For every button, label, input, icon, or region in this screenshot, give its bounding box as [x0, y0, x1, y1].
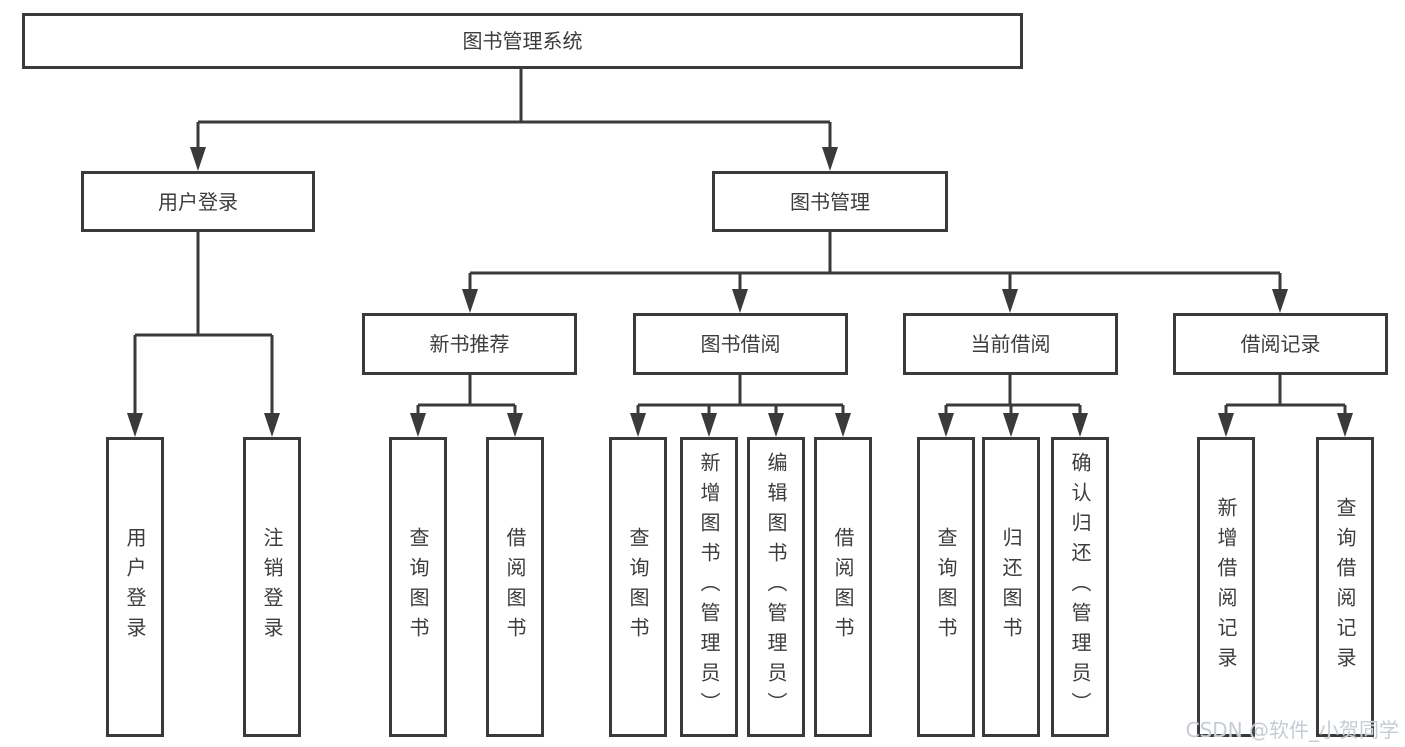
leaf-label: 查询图书 [626, 527, 650, 647]
connector-recommend-to-leaves [416, 375, 517, 418]
arrow-down-icon [410, 413, 426, 437]
leaf-label: 借阅图书 [503, 527, 527, 647]
arrow-down-icon [822, 147, 838, 171]
connector-current-to-leaves [944, 375, 1082, 418]
arrow-down-icon [1072, 413, 1088, 437]
leaf-label: 归还图书 [999, 527, 1023, 647]
arrow-down-icon [190, 147, 206, 171]
arrow-down-icon [507, 413, 523, 437]
leaf-label: 查询借阅记录 [1333, 497, 1357, 677]
arrow-down-icon [1218, 413, 1234, 437]
arrow-down-icon [732, 289, 748, 313]
arrow-down-icon [462, 289, 478, 313]
connector-borrow-to-leaves [636, 375, 845, 418]
leaf-label: 新增图书（管理员） [697, 452, 721, 722]
leaf-user-login: 用户登录 [106, 437, 164, 737]
arrow-down-icon [127, 413, 143, 437]
arrowheads [127, 147, 1353, 437]
leaf-label: 注销登录 [260, 527, 284, 647]
leaf-label: 新增借阅记录 [1214, 497, 1238, 677]
node-new-book-recommendation: 新书推荐 [362, 313, 577, 375]
arrow-down-icon [264, 413, 280, 437]
leaf-add-borrow-record: 新增借阅记录 [1197, 437, 1255, 737]
node-current-borrowing: 当前借阅 [903, 313, 1118, 375]
node-borrowing-records: 借阅记录 [1173, 313, 1388, 375]
arrow-down-icon [768, 413, 784, 437]
node-user-login: 用户登录 [81, 171, 315, 232]
arrow-down-icon [701, 413, 717, 437]
node-library-management-system: 图书管理系统 [22, 13, 1023, 69]
leaf-logout: 注销登录 [243, 437, 301, 737]
leaf-label: 编辑图书（管理员） [764, 452, 788, 722]
connector-records-to-leaves [1224, 375, 1347, 418]
leaf-label: 查询图书 [406, 527, 430, 647]
leaf-label: 用户登录 [123, 527, 147, 647]
leaf-query-borrow-record: 查询借阅记录 [1316, 437, 1374, 737]
leaf-edit-book-admin: 编辑图书（管理员） [747, 437, 805, 737]
leaf-borrow-books-recommend: 借阅图书 [486, 437, 544, 737]
connector-bookmgmt-to-level3 [468, 232, 1282, 294]
leaf-borrow-books: 借阅图书 [814, 437, 872, 737]
arrow-down-icon [1337, 413, 1353, 437]
arrow-down-icon [1002, 289, 1018, 313]
leaf-query-books-recommend: 查询图书 [389, 437, 447, 737]
leaf-label: 借阅图书 [831, 527, 855, 647]
arrow-down-icon [1003, 413, 1019, 437]
connector-userlogin-to-leaves [133, 232, 274, 418]
leaf-label: 确认归还（管理员） [1068, 452, 1092, 722]
leaf-confirm-return-admin: 确认归还（管理员） [1051, 437, 1109, 737]
node-book-management: 图书管理 [712, 171, 948, 232]
arrow-down-icon [630, 413, 646, 437]
arrow-down-icon [835, 413, 851, 437]
leaf-add-book-admin: 新增图书（管理员） [680, 437, 738, 737]
csdn-watermark: CSDN @软件_小贺同学 [1185, 718, 1399, 742]
arrow-down-icon [1272, 289, 1288, 313]
leaf-label: 查询图书 [934, 527, 958, 647]
arrow-down-icon [938, 413, 954, 437]
leaf-query-books-current: 查询图书 [917, 437, 975, 737]
leaf-return-books: 归还图书 [982, 437, 1040, 737]
connector-root-to-level2 [196, 69, 832, 152]
node-book-borrowing: 图书借阅 [633, 313, 848, 375]
leaf-query-books-borrow: 查询图书 [609, 437, 667, 737]
